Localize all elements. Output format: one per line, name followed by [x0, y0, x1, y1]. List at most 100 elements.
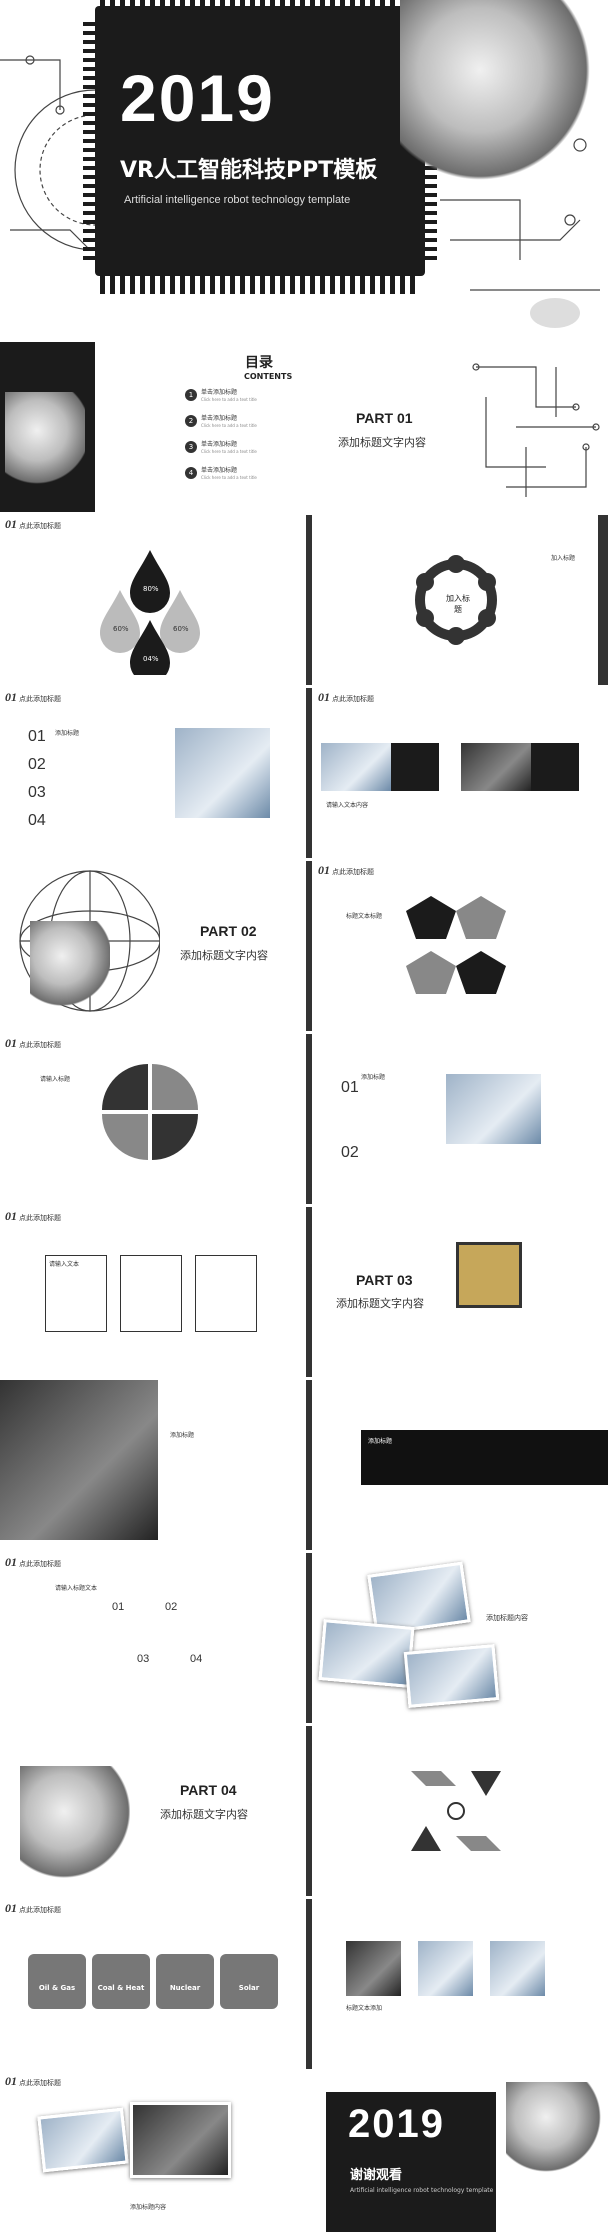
circuit-decoration: [472, 363, 600, 497]
cover-title: VR人工智能科技PPT模板: [120, 158, 378, 183]
robot-photo: [321, 743, 391, 791]
robot-icon: [400, 0, 600, 200]
leaf-icon: [530, 298, 580, 328]
threepics-slide: 标题文本添加: [306, 1899, 608, 2069]
robot-photo: [418, 1941, 473, 1996]
text-box: [120, 1255, 182, 1332]
side-bar: [306, 861, 312, 1031]
tab-solar[interactable]: Solar: [220, 1954, 278, 2009]
robot-photo: [461, 743, 531, 791]
side-bar: [598, 515, 608, 685]
toc-title: 目录: [245, 355, 273, 371]
part01-label: PART 01: [356, 410, 413, 426]
robot-photo: [346, 1941, 401, 1996]
robot-photo: [175, 728, 270, 818]
part03-label: PART 03: [356, 1272, 413, 1288]
arrows-slide: [306, 1726, 608, 1896]
blackbar-slide: 添加标题: [306, 1380, 608, 1550]
toc-item[interactable]: 2 单击添加标题 Click here to add a text title: [185, 413, 295, 439]
part02-sub: 添加标题文字内容: [180, 949, 268, 962]
part01-sub: 添加标题文字内容: [338, 436, 426, 449]
tab-coal-heat[interactable]: Coal & Heat: [92, 1954, 150, 2009]
robot-photo: [318, 1619, 415, 1688]
robot-photo: [37, 2107, 129, 2173]
toc-item[interactable]: 3 单击添加标题 Click here to add a text title: [185, 439, 295, 465]
photos3-slide: 添加标题内容: [306, 1553, 608, 1723]
laptop-photo: [0, 1380, 158, 1540]
part04-label: PART 04: [180, 1782, 237, 1798]
part02-label: PART 02: [200, 923, 257, 939]
part03-slide: PART 03 添加标题文字内容: [306, 1207, 608, 1377]
robot-photo: [403, 1644, 500, 1708]
cover-slide: 2019 VR人工智能科技PPT模板 Artificial intelligen…: [0, 0, 608, 338]
split02-slide: 01 02 添加标题: [306, 1034, 608, 1204]
diamonds-graphic: [406, 896, 506, 994]
robot-hand-photo: [446, 1074, 541, 1144]
end-subtitle: Artificial intelligence robot technology…: [350, 2187, 494, 2194]
robot-photo: [130, 2102, 231, 2178]
chip-pins-top: [100, 0, 420, 6]
side-bar: [306, 1553, 312, 1723]
chip-body: [95, 6, 425, 276]
robot-icon: [5, 392, 85, 502]
side-bar: [306, 515, 312, 685]
text-box: 请输入文本: [45, 1255, 107, 1332]
end-title: 谢谢观看: [350, 2168, 403, 2183]
toc-item[interactable]: 4 单击添加标题 Click here to add a text title: [185, 465, 295, 491]
part04-sub: 添加标题文字内容: [160, 1808, 248, 1821]
tab-oil-gas[interactable]: Oil & Gas: [28, 1954, 86, 2009]
side-bar: [306, 1726, 312, 1896]
end-chip: [326, 2092, 496, 2232]
robot-icon: [20, 1766, 130, 1896]
side-bar: [306, 1899, 312, 2069]
side-bar: [306, 1034, 312, 1204]
robot-photo: [490, 1941, 545, 1996]
black-bar: [361, 1430, 608, 1485]
part02-slide: PART 02 添加标题文字内容: [0, 861, 302, 1031]
cover-year: 2019: [120, 61, 275, 135]
arrows-graphic: [411, 1771, 501, 1851]
side-bar: [306, 688, 312, 858]
chip-icon: [456, 1242, 522, 1308]
icon-box: [531, 743, 579, 791]
ring-slide: 加入标题 加入标题: [306, 515, 608, 685]
tab-nuclear[interactable]: Nuclear: [156, 1954, 214, 2009]
part01-slide: PART 01 添加标题文字内容: [306, 342, 608, 512]
robot-icon: [506, 2082, 606, 2182]
toc-contents: CONTENTS: [244, 372, 293, 381]
toc-list: 1 单击添加标题 Click here to add a text title …: [185, 387, 295, 491]
chip-pins-bottom: [100, 272, 420, 294]
part03-sub: 添加标题文字内容: [336, 1297, 424, 1310]
end-slide: 2019 谢谢观看 Artificial intelligence robot …: [306, 2072, 608, 2233]
cover-subtitle: Artificial intelligence robot technology…: [124, 194, 351, 206]
toc-item[interactable]: 1 单击添加标题 Click here to add a text title: [185, 387, 295, 413]
quad-graphic: [102, 1064, 198, 1160]
chip-pins-left: [83, 20, 95, 260]
side-bar: [306, 1207, 312, 1377]
part04-slide: PART 04 添加标题文字内容: [0, 1726, 302, 1896]
end-year: 2019: [348, 2102, 445, 2146]
icon-box: [391, 743, 439, 791]
side-bar: [306, 1380, 312, 1550]
laptop-slide: 添加标题: [0, 1380, 302, 1550]
text-box: [195, 1255, 257, 1332]
robot-icon: [30, 921, 110, 1021]
